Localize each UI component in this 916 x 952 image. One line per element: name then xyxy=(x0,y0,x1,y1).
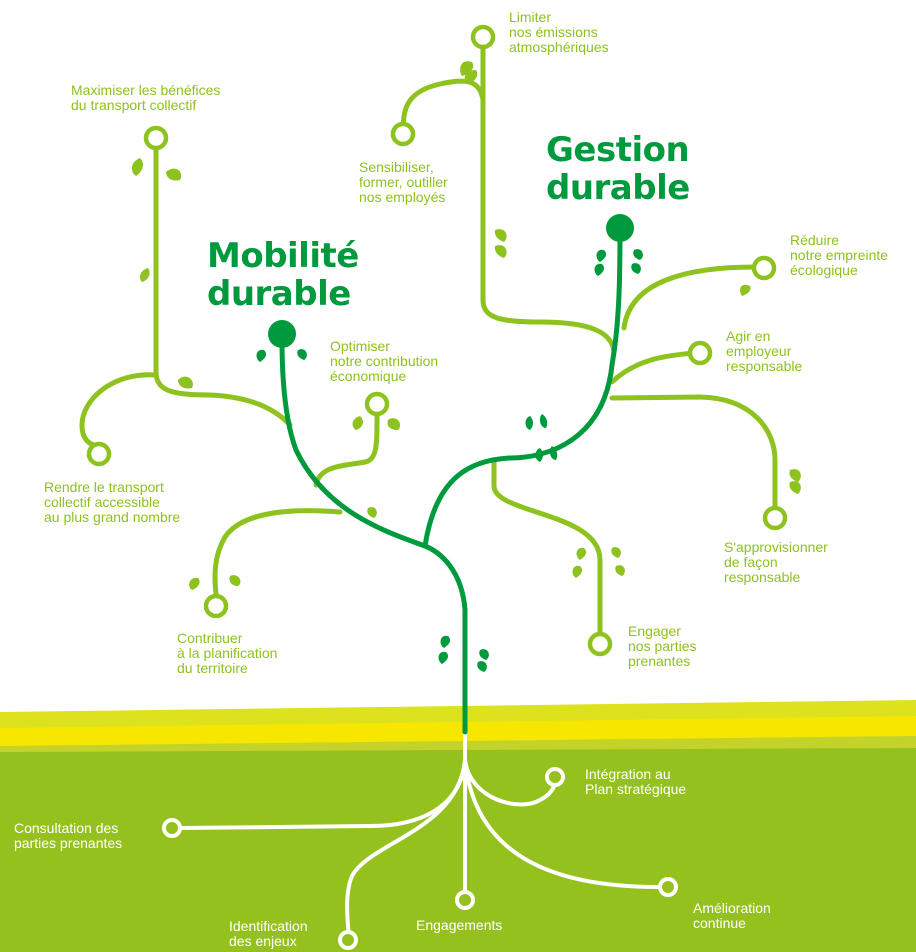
label-engager: Engager nos parties prenantes xyxy=(628,623,697,669)
leaf-icon xyxy=(189,577,200,590)
node-reduire xyxy=(751,255,777,281)
leaf-icon xyxy=(789,481,801,494)
leaf-icon xyxy=(596,249,607,262)
branch-approvisionner xyxy=(609,394,778,511)
leaf-icon xyxy=(479,649,489,660)
leaf-icon xyxy=(297,349,307,360)
leaf-icon xyxy=(494,229,507,242)
root-node-amelioration xyxy=(658,877,678,897)
label-sensibiliser: Sensibiliser, former, outiller nos emplo… xyxy=(359,159,448,205)
root-amelioration xyxy=(463,758,666,890)
node-limiter xyxy=(470,24,496,50)
node-rendre xyxy=(86,441,112,467)
leaf-icon xyxy=(633,249,643,260)
leaf-icon xyxy=(740,284,751,296)
leaf-icon xyxy=(438,651,449,664)
branch-nodes xyxy=(86,24,788,657)
label-agir: Agir en employeur responsable xyxy=(726,328,803,374)
light-branches xyxy=(79,42,778,639)
root-node-consultation xyxy=(162,818,182,838)
leaf-icon xyxy=(594,263,605,276)
leaf-icon xyxy=(140,268,150,282)
leaf-icon xyxy=(789,469,801,482)
label-rendre: Rendre le transport collectif accessible… xyxy=(44,479,181,525)
light-leaves xyxy=(131,61,801,590)
root-identification xyxy=(345,758,467,938)
branch-agir xyxy=(609,350,696,385)
leaf-icon xyxy=(464,70,478,84)
leaf-icon xyxy=(615,565,625,576)
node-mobilite xyxy=(268,320,296,348)
leaf-icon xyxy=(229,575,241,586)
branch-limiter xyxy=(480,42,617,355)
branch-engager xyxy=(491,457,603,639)
branch-optimiser xyxy=(313,411,380,488)
branch-contribuer xyxy=(212,508,343,597)
leaf-icon xyxy=(494,245,507,258)
leaf-icon xyxy=(535,448,543,462)
leaf-icon xyxy=(460,61,474,76)
label-integration: Intégration au Plan stratégique xyxy=(585,766,687,797)
branch-sensibiliser xyxy=(400,78,486,131)
leaf-icon xyxy=(131,158,143,176)
dark-leaves xyxy=(256,249,643,672)
leaf-icon xyxy=(352,416,363,430)
leaf-icon xyxy=(477,661,487,672)
node-agir xyxy=(687,340,713,366)
leaf-icon xyxy=(572,565,583,578)
node-maximiser xyxy=(143,125,169,151)
leaf-icon xyxy=(549,446,558,460)
ground xyxy=(0,700,916,952)
label-amelioration: Amélioration continue xyxy=(693,900,771,931)
label-limiter: Limiter nos émissions atmosphériques xyxy=(509,9,609,55)
branch-maximiser xyxy=(153,140,293,428)
root-node-identification xyxy=(338,930,358,950)
root-node-engagements xyxy=(455,890,475,910)
node-sensibiliser xyxy=(390,121,416,147)
stem-mobilite xyxy=(279,337,468,735)
label-maximiser: Maximiser les bénéfices du transport col… xyxy=(71,82,221,113)
trunk xyxy=(279,229,623,735)
label-identification: Identification des enjeux xyxy=(229,918,308,949)
title-mobilite-durable: Mobilité durable xyxy=(207,236,359,314)
leaf-icon xyxy=(539,414,548,428)
label-contribuer: Contribuer à la planification du territo… xyxy=(177,630,278,676)
node-approvisionner xyxy=(762,505,788,531)
node-contribuer xyxy=(203,593,229,619)
label-reduire: Réduire notre empreinte écologique xyxy=(790,232,889,278)
leaf-icon xyxy=(166,168,182,181)
leaf-icon xyxy=(387,418,401,430)
leaf-icon xyxy=(631,263,641,274)
root-node-integration xyxy=(545,767,565,787)
branch-reduire xyxy=(621,264,758,331)
leaf-icon xyxy=(440,635,451,648)
leaf-icon xyxy=(367,507,377,518)
label-consultation: Consultation des parties prenantes xyxy=(14,820,123,851)
label-approvisionner: S'approvisionner de façon responsable xyxy=(724,539,828,585)
label-engagements: Engagements xyxy=(416,917,503,933)
stem-gestion xyxy=(422,229,623,549)
leaf-icon xyxy=(611,547,621,558)
stem-nodes xyxy=(268,214,634,348)
label-optimiser: Optimiser notre contribution économique xyxy=(330,338,439,384)
title-gestion-durable: Gestion durable xyxy=(546,130,690,208)
leaf-icon xyxy=(525,416,533,430)
node-gestion xyxy=(606,214,634,242)
root-nodes xyxy=(162,767,678,950)
branch-rendre xyxy=(79,372,159,449)
leaf-icon xyxy=(576,547,587,560)
leaf-icon xyxy=(178,376,193,389)
node-optimiser xyxy=(364,391,390,417)
node-engager xyxy=(587,631,613,657)
leaf-icon xyxy=(256,349,267,362)
